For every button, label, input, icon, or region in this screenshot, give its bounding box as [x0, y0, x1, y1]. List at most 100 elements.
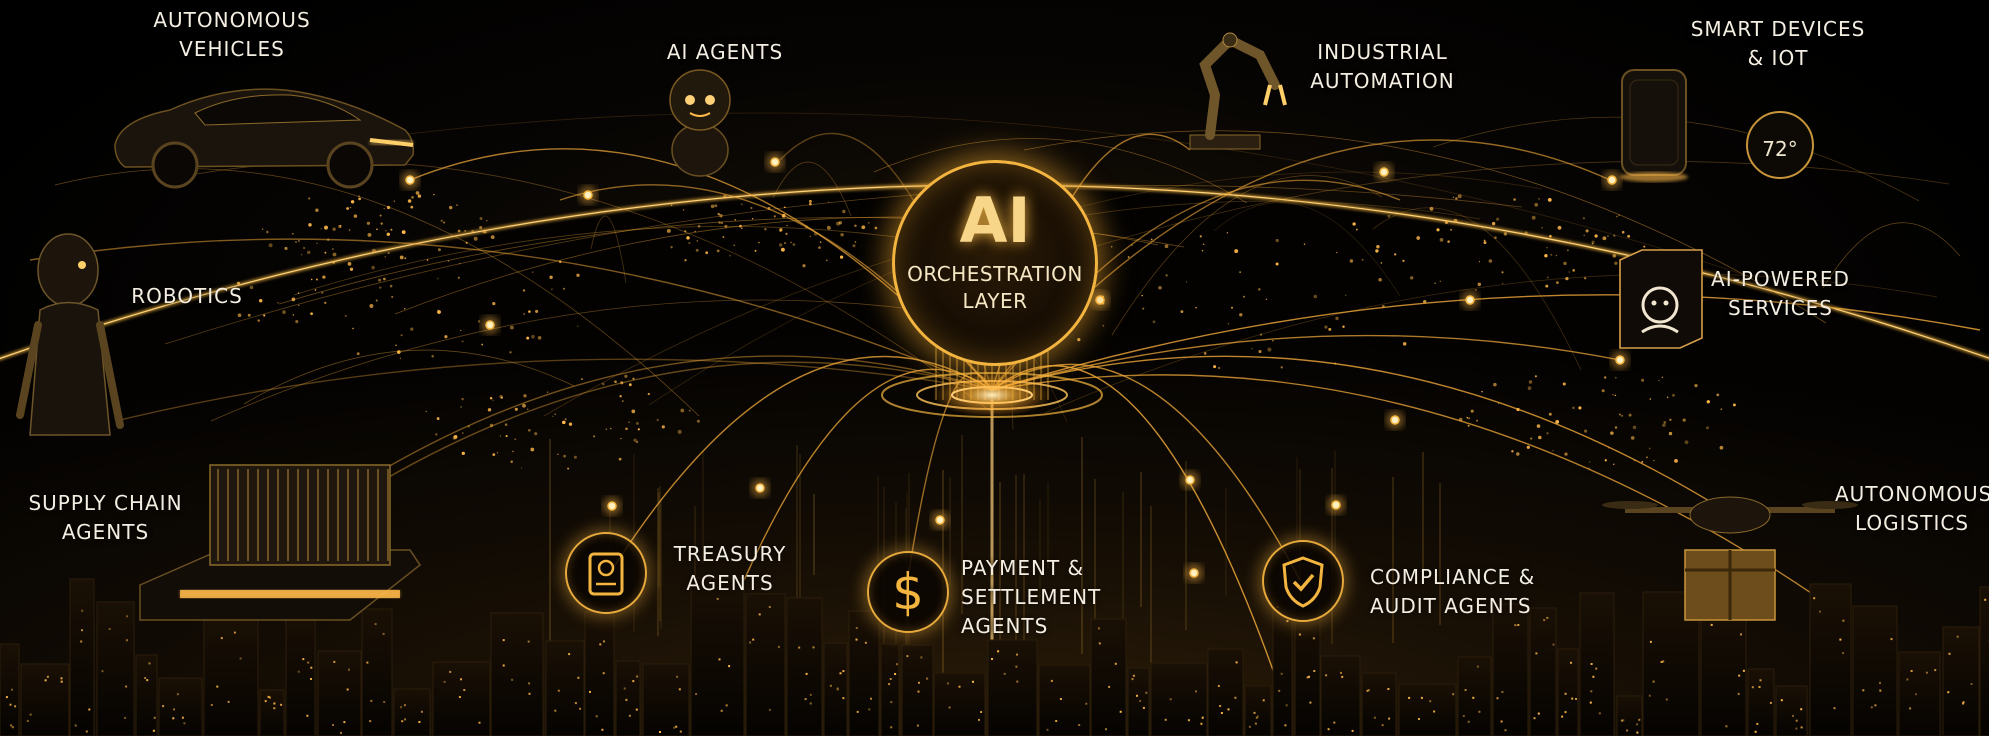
city-light — [324, 251, 327, 254]
city-light — [282, 310, 286, 314]
building-window — [839, 672, 842, 675]
building-window — [1195, 690, 1197, 693]
city-light — [751, 218, 754, 220]
building-window — [599, 643, 602, 646]
city-light — [1234, 249, 1239, 254]
building-window — [1662, 660, 1665, 663]
building — [823, 642, 848, 736]
city-light — [874, 226, 878, 230]
label-robotics: ROBOTICS — [125, 282, 249, 311]
city-light — [1541, 227, 1543, 229]
building-window — [1452, 693, 1455, 696]
city-light — [436, 417, 440, 421]
building-window — [306, 714, 309, 717]
city-light — [1610, 431, 1614, 435]
city-light — [1632, 425, 1637, 430]
city-skyline — [0, 577, 1989, 736]
city-light — [479, 217, 483, 220]
building-window — [273, 707, 276, 710]
city-light — [1453, 218, 1458, 223]
city-light — [1614, 426, 1618, 429]
city-light — [635, 440, 639, 444]
city-light — [1513, 198, 1516, 201]
building-window — [1046, 728, 1049, 731]
building-window — [1340, 671, 1342, 674]
building-window — [108, 628, 111, 630]
building-window — [340, 731, 342, 734]
city-light — [415, 191, 420, 195]
city-light — [332, 261, 336, 264]
city-light — [1546, 432, 1549, 435]
city-light — [1258, 288, 1261, 291]
building-window — [557, 689, 560, 692]
city-light — [443, 221, 446, 224]
city-light — [1213, 365, 1217, 369]
network-arc — [772, 161, 852, 217]
city-light — [632, 377, 635, 380]
city-light — [349, 206, 352, 209]
city-light — [1496, 217, 1500, 221]
city-light — [473, 236, 478, 241]
building-window — [401, 720, 404, 723]
city-light — [1352, 222, 1356, 226]
city-light — [1387, 214, 1391, 218]
city-light — [783, 242, 787, 245]
network-node — [1607, 175, 1617, 185]
city-light — [320, 228, 322, 230]
building-window — [1543, 619, 1546, 622]
building — [158, 677, 203, 736]
city-light — [625, 427, 628, 431]
city-light — [435, 433, 438, 436]
label-line: AGENTS — [61, 520, 150, 544]
city-light — [298, 240, 300, 242]
city-light — [1649, 398, 1652, 400]
city-light — [1583, 234, 1585, 237]
city-light — [1313, 294, 1318, 299]
building-window — [554, 709, 557, 712]
city-light — [1436, 228, 1440, 232]
city-light — [1584, 429, 1588, 433]
network-arc — [991, 334, 1621, 391]
city-light — [1585, 229, 1589, 233]
city-light — [1538, 435, 1542, 440]
building-window — [1003, 672, 1006, 675]
building-window — [1984, 598, 1987, 601]
label-line: & IOT — [1747, 46, 1809, 70]
city-light — [259, 299, 263, 303]
building-window — [1478, 710, 1481, 713]
building-window — [210, 704, 213, 706]
city-light — [1227, 322, 1230, 325]
city-light — [1604, 376, 1607, 379]
city-light — [407, 199, 412, 203]
city-light — [339, 224, 342, 227]
building — [1775, 685, 1808, 736]
building — [393, 688, 431, 736]
building — [96, 601, 135, 736]
building-window — [1780, 699, 1783, 702]
city-light — [840, 232, 844, 237]
robot-head-icon — [1619, 249, 1703, 349]
network-node — [1189, 568, 1199, 578]
city-light — [1720, 408, 1723, 411]
city-light — [1672, 393, 1675, 397]
city-light — [410, 205, 414, 209]
city-light — [688, 241, 691, 245]
building — [745, 593, 786, 736]
building-window — [403, 704, 406, 707]
city-light — [1243, 295, 1245, 298]
building-window — [1710, 623, 1713, 626]
building — [1492, 603, 1529, 736]
building — [584, 611, 615, 736]
city-light — [461, 340, 464, 343]
city-light — [688, 409, 691, 412]
building-window — [805, 672, 808, 675]
building-window — [1956, 635, 1959, 638]
city-light — [487, 408, 492, 412]
city-light — [1444, 220, 1449, 224]
city-light — [1668, 431, 1673, 436]
city-light — [593, 435, 596, 438]
building-window — [383, 701, 386, 703]
city-light — [378, 278, 382, 282]
building-window — [758, 613, 761, 616]
